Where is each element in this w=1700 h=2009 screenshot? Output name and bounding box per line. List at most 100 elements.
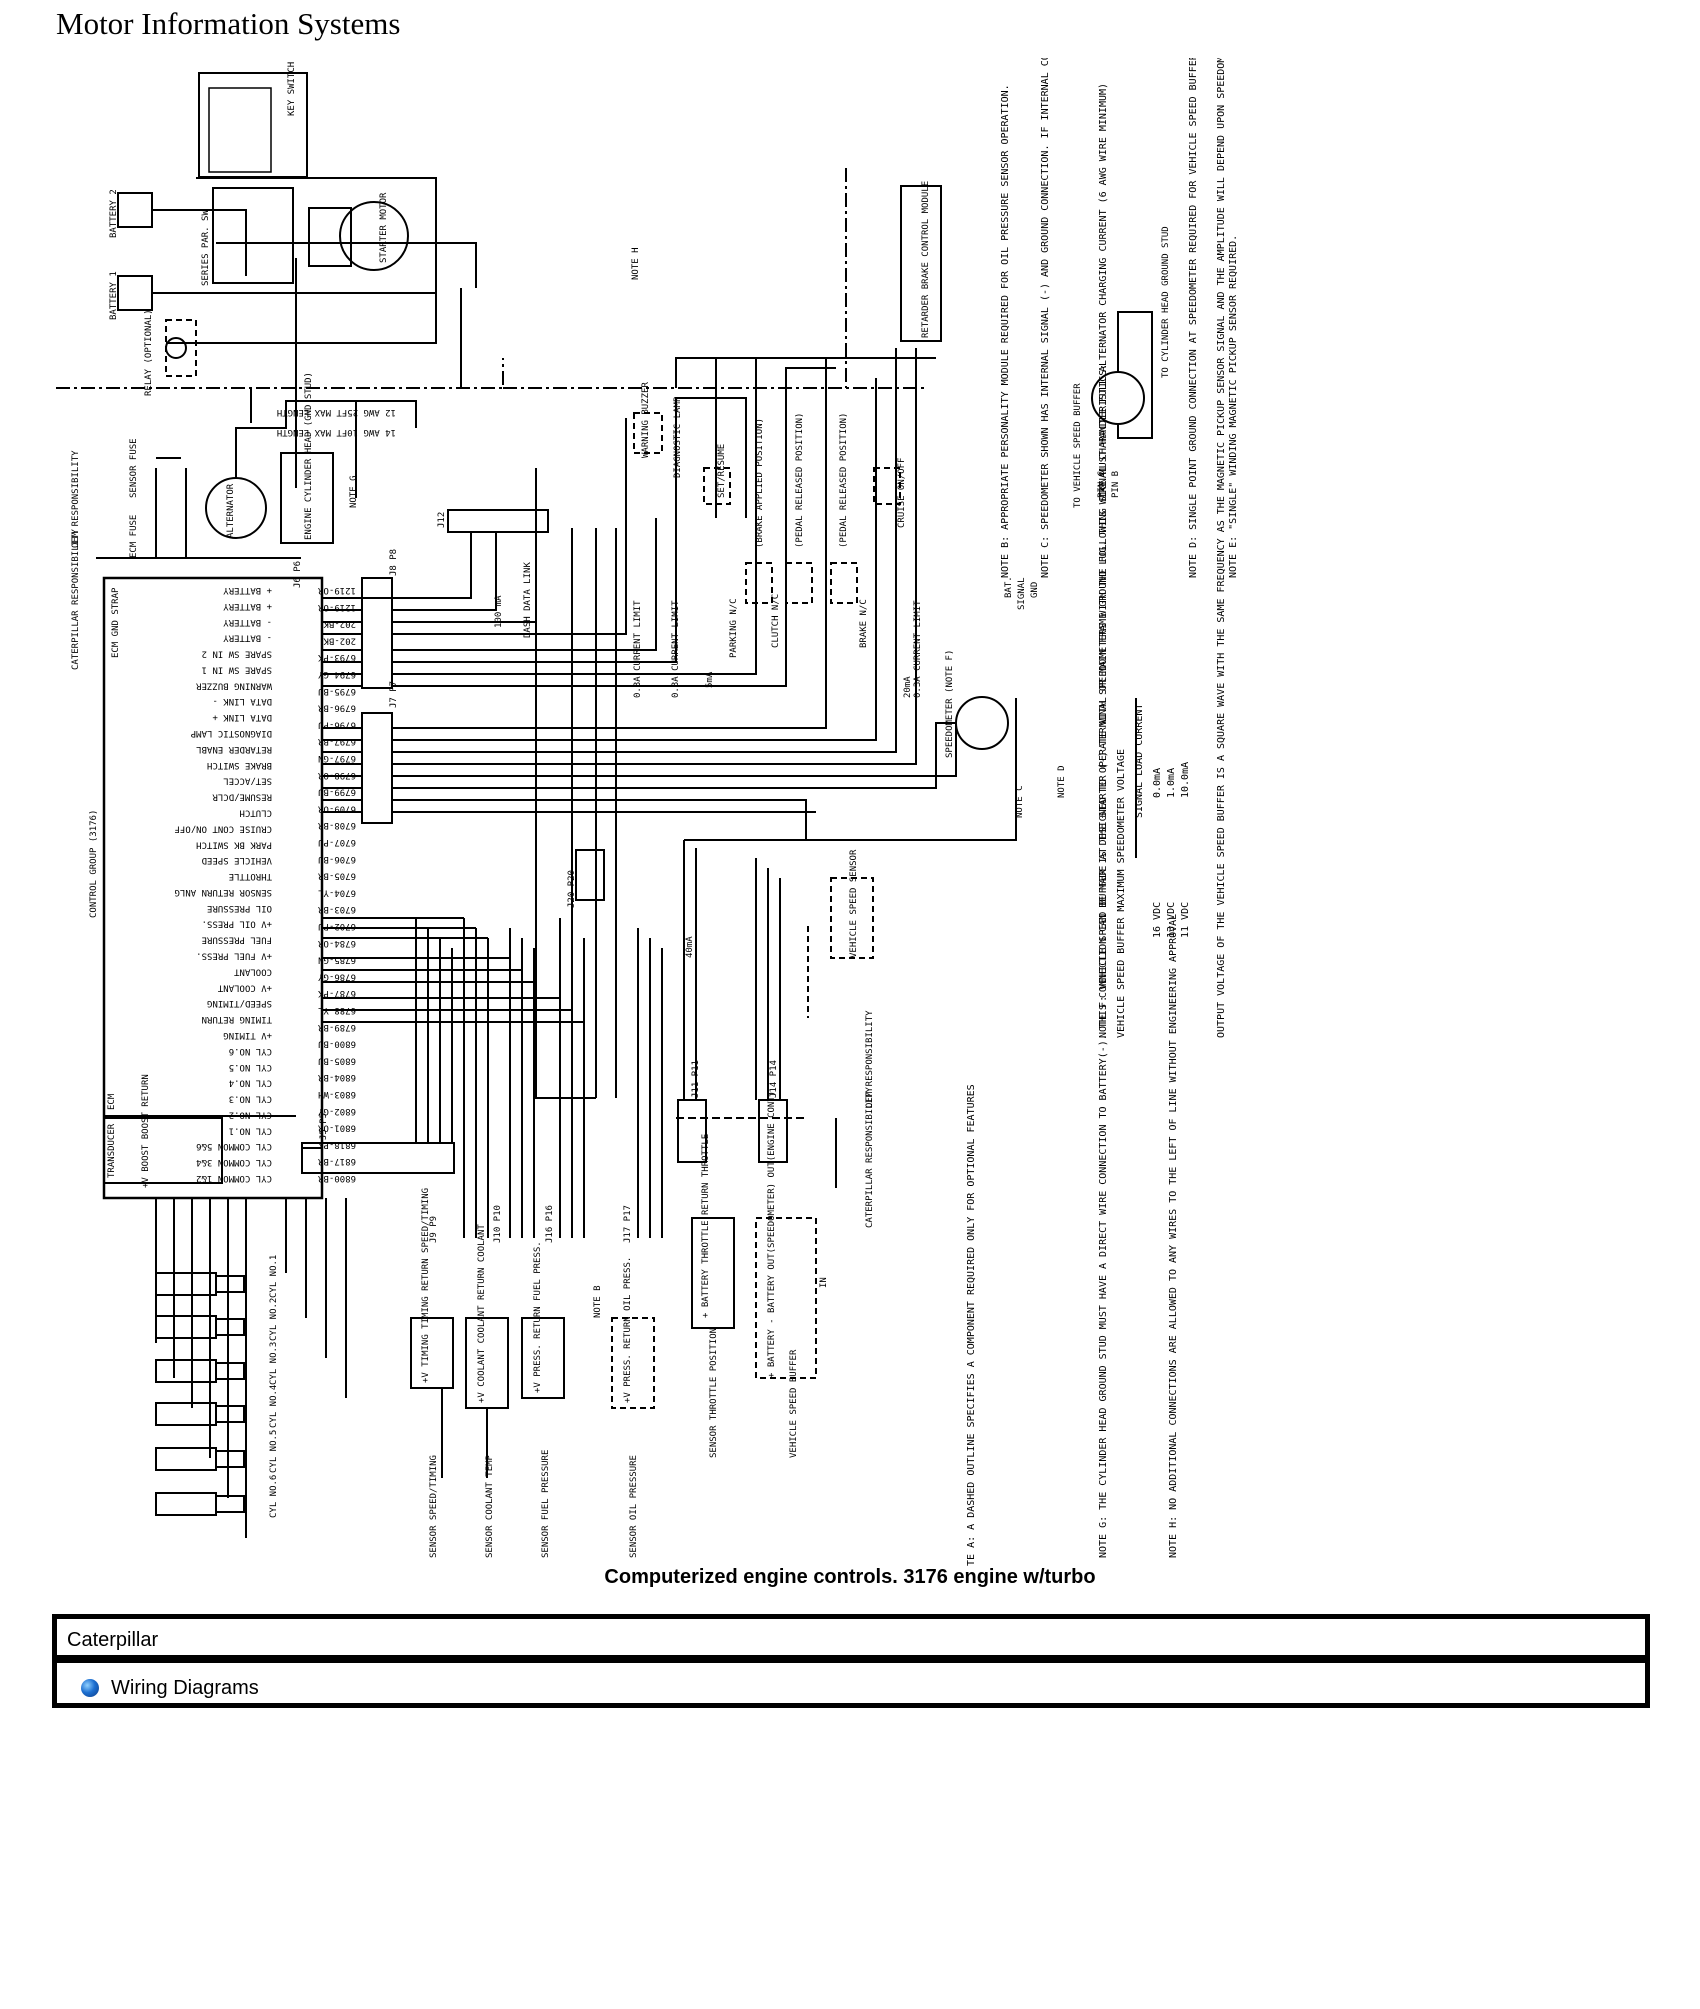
ecm-pin-label: VEHICLE SPEED	[202, 855, 272, 865]
pedal-released-2-label: (PEDAL RELEASED POSITION)	[839, 413, 849, 548]
sensor-throttle-label: SENSOR THROTTLE POSITION	[709, 1328, 719, 1458]
note-a-text: NOTE A: A DASHED OUTLINE SPECIFIES A COM…	[966, 1084, 977, 1566]
speed-buffer-box	[755, 1217, 817, 1379]
wire-code-label: 6795-BU	[318, 686, 356, 696]
coolant-sensor-box	[465, 1317, 509, 1409]
injector-cyl4	[155, 1402, 217, 1426]
wiring-diagram-svg: KEY SWITCH BATTERY 1 BATTERY 2 RELAY (OP…	[56, 58, 1239, 1566]
engine-head-box	[280, 452, 334, 544]
wire-code-label: 6818-PK	[317, 1139, 356, 1149]
ecm-label: ECM	[107, 1093, 117, 1110]
ecm-pin-label: THROTTLE	[229, 871, 272, 881]
ecm-pin-label: CYL NO.5	[229, 1062, 272, 1072]
connector-j5-label: J5 P5	[319, 1113, 329, 1140]
cyl-1-label: CYL NO.1	[269, 1255, 279, 1298]
cat-responsibility-2-label: CATERPILLAR RESPONSIBILITY	[865, 1087, 875, 1228]
ecm-pin-label: +V FUEL PRESS.	[196, 951, 272, 961]
fuel-pressure-sensor-box	[521, 1317, 565, 1399]
ecm-block	[102, 576, 324, 1200]
ecm-pin-label: CYL COMMON 3&4	[196, 1157, 272, 1167]
ecm-pin-label: BRAKE SWITCH	[207, 760, 272, 770]
ecm-pin-label: WARNING BUZZER	[196, 680, 272, 690]
wire-code-label: 6804-BR	[317, 1072, 356, 1082]
note-h-label: NOTE H	[631, 247, 641, 280]
wire-code-label: 6794-GY	[317, 669, 356, 679]
ecm-pin-label: +V COOLANT	[217, 982, 272, 992]
wire-code-label: 6805-BU	[318, 1055, 356, 1065]
wire-code-label: 6799-BU	[318, 787, 356, 797]
current-limit-3-label: 0.3A CURRENT LIMIT	[913, 600, 923, 698]
set-resume-label: SET/RESUME	[717, 444, 727, 498]
ecm-pin-label: PARK BK SWITCH	[196, 839, 272, 849]
ecm-pin-label: DATA LINK -	[212, 696, 272, 706]
cyl-5-label: CYL NO.5	[269, 1430, 279, 1473]
ecm-pin-label: FUEL PRESSURE	[202, 935, 272, 945]
brake-nc-label: BRAKE N/C	[859, 599, 869, 648]
warning-buzzer-label: WARNING BUZZER	[641, 382, 651, 458]
note-f-text: NOTE F: VEHICLE SPEED BUFFER IS DESIGNED…	[1098, 364, 1109, 1038]
ecm-pin-label: SET/ACCEL	[223, 776, 272, 786]
cyl-4-label: CYL NO.4	[269, 1385, 279, 1428]
table-row-2-current: 1.0mA	[1166, 768, 1177, 798]
ecm-pin-label: CYL NO.2	[229, 1109, 272, 1119]
wire-code-label: 202-BK	[323, 635, 356, 645]
note-c-label: NOTE C	[1015, 785, 1025, 818]
connector-j12	[447, 509, 549, 533]
wire-code-label: 6709-OR	[317, 803, 356, 813]
wiring-diagrams-link[interactable]: Wiring Diagrams	[111, 1676, 259, 1699]
connector-j8	[361, 577, 393, 689]
clutch-nc-label: CLUTCH N/C	[771, 594, 781, 648]
ecm-pin-list: + BATTERY+ BATTERY- BATTERY- BATTERYSPAR…	[174, 585, 272, 1183]
wire-code-label: 1219-OR	[317, 602, 356, 612]
wire-code-label: 6706-BU	[318, 854, 356, 864]
timing-pins-label: +V TIMING TIMING RETURN SPEED/TIMING	[421, 1188, 431, 1383]
speed-buffer-pins-label: + BATTERY - BATTERY OUT(SPEEDOMETER) OUT…	[767, 1091, 777, 1378]
make-box: Caterpillar	[52, 1614, 1650, 1660]
starter-motor-circle	[339, 201, 409, 271]
wire-code-label: 6704-YL	[318, 887, 356, 897]
ecm-pin-label: +V TIMING	[223, 1030, 272, 1040]
coolant-pins-label: +V COOLANT COOLANT RETURN COOLANT	[477, 1224, 487, 1403]
wire-code-label: 6796-BR	[317, 703, 356, 713]
ma-20-label: 20mA	[903, 676, 913, 698]
speedometer-circle	[955, 696, 1009, 750]
wire-code-label: 6793-PK	[317, 652, 356, 662]
ma-100-label: 100 mA	[494, 595, 504, 628]
wire-code-label: 6796-PU	[318, 719, 356, 729]
connector-j7-label: J7 P7	[389, 681, 399, 708]
control-group-label: CONTROL GROUP (3176)	[89, 810, 99, 918]
ecm-pin-label: CRUISE CONT ON/OFF	[174, 823, 272, 833]
parking-nc-label: PARKING N/C	[729, 598, 739, 658]
ecm-pin-label: SENSOR RETURN ANLG	[174, 887, 272, 897]
speedometer-signal-label: SIGNAL	[1017, 577, 1027, 610]
wire-code-label: 6707-PU	[318, 837, 356, 847]
ma-40-label: 40mA	[685, 936, 695, 958]
ecm-pin-label: CYL NO.1	[229, 1125, 272, 1135]
sensor-speed-timing-label: SENSOR SPEED/TIMING	[429, 1455, 439, 1558]
speedometer-label: SPEEDOMETER (NOTE F)	[945, 650, 955, 758]
ecm-pin-label: +V OIL PRESS.	[202, 919, 272, 929]
ecm-pin-label: CLUTCH	[239, 808, 272, 818]
blue-globe-bullet-icon	[81, 1679, 99, 1697]
note-f-text-2: OUTPUT VOLTAGE OF THE VEHICLE SPEED BUFF…	[1216, 58, 1227, 1038]
wire-code-label: 6708-BR	[317, 820, 356, 830]
wire-code-label: 6798-OR	[317, 770, 356, 780]
battery-2-label: BATTERY 2	[109, 189, 119, 238]
note-b-text: NOTE B: APPROPRIATE PERSONALITY MODULE R…	[1000, 84, 1011, 578]
brake-applied-label: (BRAKE APPLIED POSITION)	[755, 418, 765, 548]
note-d-text: NOTE D: SINGLE POINT GROUND CONNECTION A…	[1188, 58, 1199, 578]
boost-pins-label: +V BOOST BOOST RETURN	[141, 1074, 151, 1188]
retarder-label: RETARDER BRAKE CONTROL MODULE	[921, 181, 931, 338]
connector-j10-label: J10 P10	[493, 1205, 503, 1243]
battery-1-box	[117, 275, 153, 311]
wire-code-label: 6784-OR	[317, 938, 356, 948]
starter-motor-label: STARTER MOTOR	[379, 192, 389, 263]
to-vehicle-speed-buffer-label: TO VEHICLE SPEED BUFFER	[1073, 383, 1083, 508]
sensor-coolant-label: SENSOR COOLANT TEMP	[485, 1454, 495, 1558]
table-row-2-voltage: 13 VDC	[1166, 902, 1177, 938]
wire-14awg-label: 14 AWG 10FT MAX LENGTH	[277, 427, 396, 437]
wire-code-label: 202-BK	[323, 619, 356, 629]
table-header-1: VEHICLE SPEED BUFFER MAXIMUM SPEEDOMETER…	[1116, 749, 1127, 1038]
pedal-released-label: (PEDAL RELEASED POSITION)	[795, 413, 805, 548]
wire-code-label: 6789-BR	[317, 1022, 356, 1032]
